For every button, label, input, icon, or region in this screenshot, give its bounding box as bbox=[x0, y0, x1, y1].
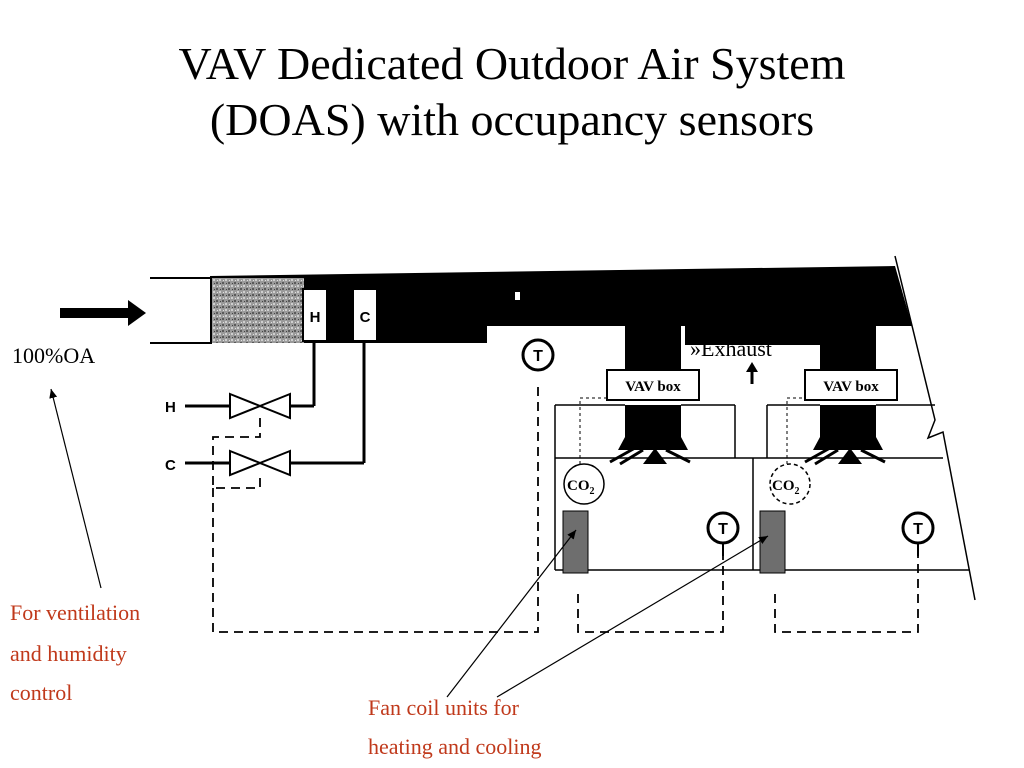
vav-box-left-label: VAV box bbox=[625, 379, 681, 395]
svg-text:T: T bbox=[913, 521, 923, 538]
co2-left-label: CO bbox=[567, 478, 590, 494]
slide-title: VAV Dedicated Outdoor Air System (DOAS) … bbox=[0, 36, 1024, 148]
svg-text:CO2: CO2 bbox=[567, 478, 595, 497]
control-wiring bbox=[212, 382, 919, 633]
co2-sensor-right: CO2 bbox=[769, 463, 811, 505]
svg-text:T: T bbox=[718, 521, 728, 538]
chilled-water-label: C bbox=[165, 457, 176, 474]
thermostat-room-right: T bbox=[901, 511, 935, 556]
chilled-water-valve bbox=[229, 449, 291, 477]
svg-text:CO2: CO2 bbox=[772, 478, 800, 497]
thermostat-room-left: T bbox=[706, 511, 740, 556]
heating-coil-label: H bbox=[310, 309, 321, 326]
fan-coil-annotation: Fan coil units for heating and cooling bbox=[368, 695, 542, 759]
hot-water-label: H bbox=[165, 399, 176, 416]
exhaust-arrow-icon bbox=[746, 362, 758, 384]
co2-right-subscript: 2 bbox=[795, 486, 800, 497]
water-piping: H C bbox=[165, 343, 366, 474]
svg-text:heating and cooling: heating and cooling bbox=[368, 734, 542, 759]
intake-arrow bbox=[60, 300, 146, 326]
co2-sensor-left: CO2 bbox=[563, 463, 605, 505]
fan-coil-unit-right bbox=[759, 510, 786, 574]
title-line-1: VAV Dedicated Outdoor Air System bbox=[178, 38, 846, 89]
vav-box-left: VAV box bbox=[606, 369, 700, 401]
heating-coil: H bbox=[302, 288, 328, 342]
svg-text:For ventilation: For ventilation bbox=[10, 600, 140, 625]
svg-text:and humidity: and humidity bbox=[10, 641, 127, 666]
co2-left-subscript: 2 bbox=[590, 486, 595, 497]
duct-marker bbox=[515, 292, 520, 300]
callout-arrows bbox=[49, 388, 769, 698]
diffuser-left bbox=[609, 405, 691, 466]
co2-sensor-wiring bbox=[579, 397, 805, 464]
vav-box-right: VAV box bbox=[804, 369, 898, 401]
thermostat-main: T bbox=[521, 338, 555, 372]
air-filter bbox=[212, 278, 304, 343]
ventilation-annotation: For ventilation and humidity control bbox=[10, 600, 140, 705]
title-line-2: (DOAS) with occupancy sensors bbox=[209, 94, 815, 145]
branch-duct-right bbox=[820, 326, 876, 372]
diffuser-right bbox=[804, 405, 886, 466]
exhaust-label: »Exhaust bbox=[690, 336, 772, 361]
svg-text:control: control bbox=[10, 680, 72, 705]
co2-right-label: CO bbox=[772, 478, 795, 494]
hot-water-valve bbox=[229, 392, 291, 420]
cooling-coil: C bbox=[352, 288, 378, 342]
svg-text:Fan coil units for: Fan coil units for bbox=[368, 695, 520, 720]
supply-duct bbox=[150, 266, 912, 345]
vav-box-right-label: VAV box bbox=[823, 379, 879, 395]
branch-duct-left bbox=[625, 326, 681, 372]
cooling-coil-label: C bbox=[360, 309, 371, 326]
outdoor-air-label: 100%OA bbox=[12, 343, 95, 368]
svg-text:T: T bbox=[533, 348, 543, 365]
